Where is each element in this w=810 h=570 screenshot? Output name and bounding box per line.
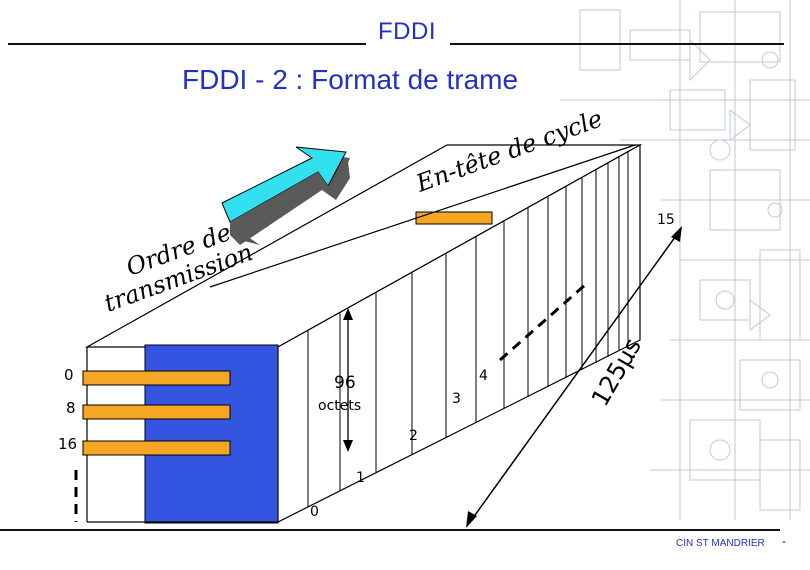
footer-credit: CIN ST MANDRIER [676, 538, 765, 549]
transmission-direction-arrow [221, 146, 350, 245]
size-unit: octets [318, 398, 361, 414]
row-label-0: 0 [64, 366, 74, 384]
slide-title: FDDI - 2 : Format de trame [182, 64, 519, 95]
footer-tick: - [782, 534, 786, 548]
slot-label-4: 4 [479, 368, 488, 384]
slot-label-2: 2 [409, 428, 418, 444]
row-label-8: 8 [66, 399, 76, 417]
orange-row-8 [82, 404, 231, 420]
slot-label-1: 1 [356, 470, 365, 486]
slot-dividers [307, 152, 629, 507]
header-rule-right [450, 43, 784, 45]
orange-row-16 [82, 440, 231, 456]
slot-label-0: 0 [310, 504, 319, 520]
size-value: 96 [334, 373, 356, 393]
header-rule-left [8, 43, 366, 45]
header-title: FDDI [378, 18, 436, 45]
slot-label-3: 3 [452, 391, 461, 407]
orange-row-0 [82, 370, 231, 386]
row-label-16: 16 [58, 435, 77, 453]
slot-label-15: 15 [657, 212, 675, 228]
footer-rule [0, 529, 780, 531]
